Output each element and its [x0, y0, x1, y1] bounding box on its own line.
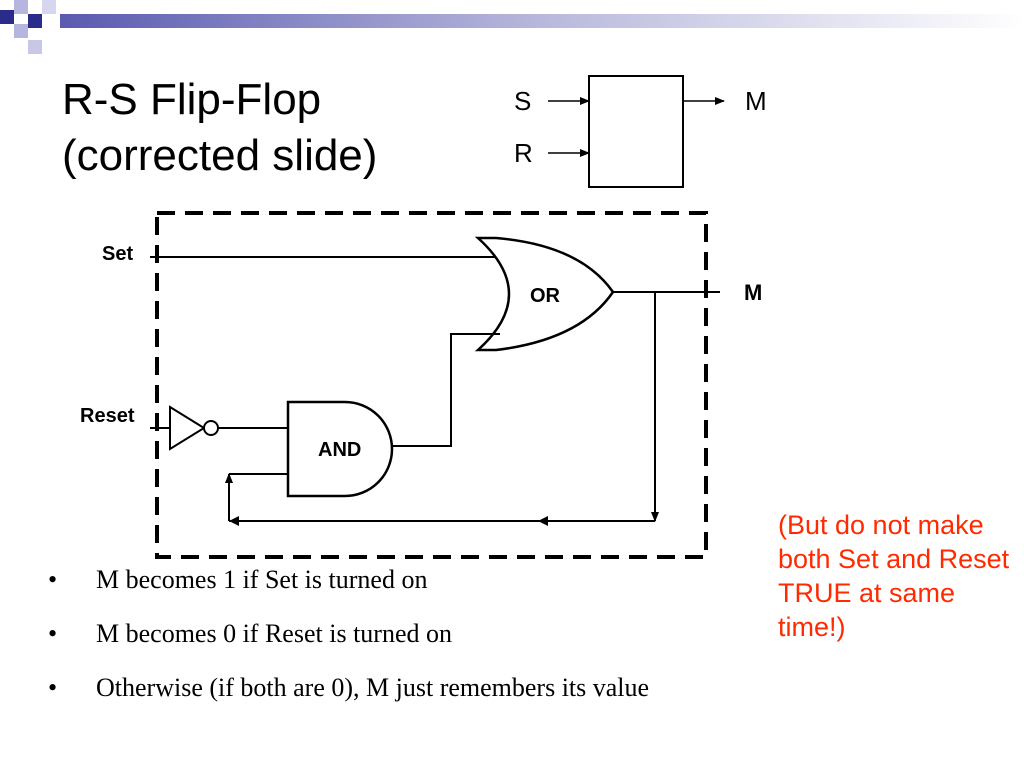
and-gate-label: AND [318, 439, 361, 461]
bullet-text: M becomes 0 if Reset is turned on [96, 619, 452, 648]
circuit-output-m-label: M [744, 280, 762, 305]
bullet-marker: • [48, 673, 58, 702]
reset-label: Reset [80, 405, 135, 427]
bullet-item-2: • M becomes 0 if Reset is turned on [48, 620, 649, 648]
header-bar [60, 14, 1024, 28]
not-gate [169, 405, 206, 451]
slide-title: R-S Flip-Flop (corrected slide) [62, 72, 377, 184]
bullet-marker: • [48, 565, 58, 594]
and-to-or-wire [392, 333, 500, 447]
block-output-m-label: M [745, 86, 767, 116]
set-label: Set [102, 243, 133, 265]
feedback-arrow-left [229, 516, 239, 526]
flip-flop-block [588, 75, 684, 188]
deco-square-dark-1 [0, 10, 14, 24]
bullet-item-3: • Otherwise (if both are 0), M just remem… [48, 674, 649, 702]
bullet-text: M becomes 1 if Set is turned on [96, 565, 428, 594]
deco-square-light-3 [42, 0, 56, 14]
title-line-2: (corrected slide) [62, 131, 378, 180]
deco-square-dark-2 [28, 14, 42, 28]
circuit-boundary [155, 211, 708, 559]
deco-square-light-4 [28, 40, 42, 54]
header-decoration [0, 0, 1024, 54]
deco-square-light-1 [14, 0, 28, 14]
deco-square-light-2 [14, 24, 28, 38]
block-input-s-label: S [514, 86, 532, 116]
and-gate [286, 400, 394, 498]
block-input-r-label: R [514, 138, 533, 168]
bullet-marker: • [48, 619, 58, 648]
or-gate-label: OR [530, 285, 561, 307]
bullet-text: Otherwise (if both are 0), M just rememb… [96, 673, 650, 702]
bullet-item-1: • M becomes 1 if Set is turned on [48, 566, 649, 594]
warning-note: (But do not make both Set and Reset TRUE… [778, 510, 1010, 642]
feedback-arrow-mid [538, 516, 548, 526]
not-gate-bubble [203, 420, 219, 436]
bullet-list: • M becomes 1 if Set is turned on • M beco… [48, 566, 649, 728]
or-gate [474, 236, 615, 352]
title-line-1: R-S Flip-Flop [62, 75, 322, 124]
